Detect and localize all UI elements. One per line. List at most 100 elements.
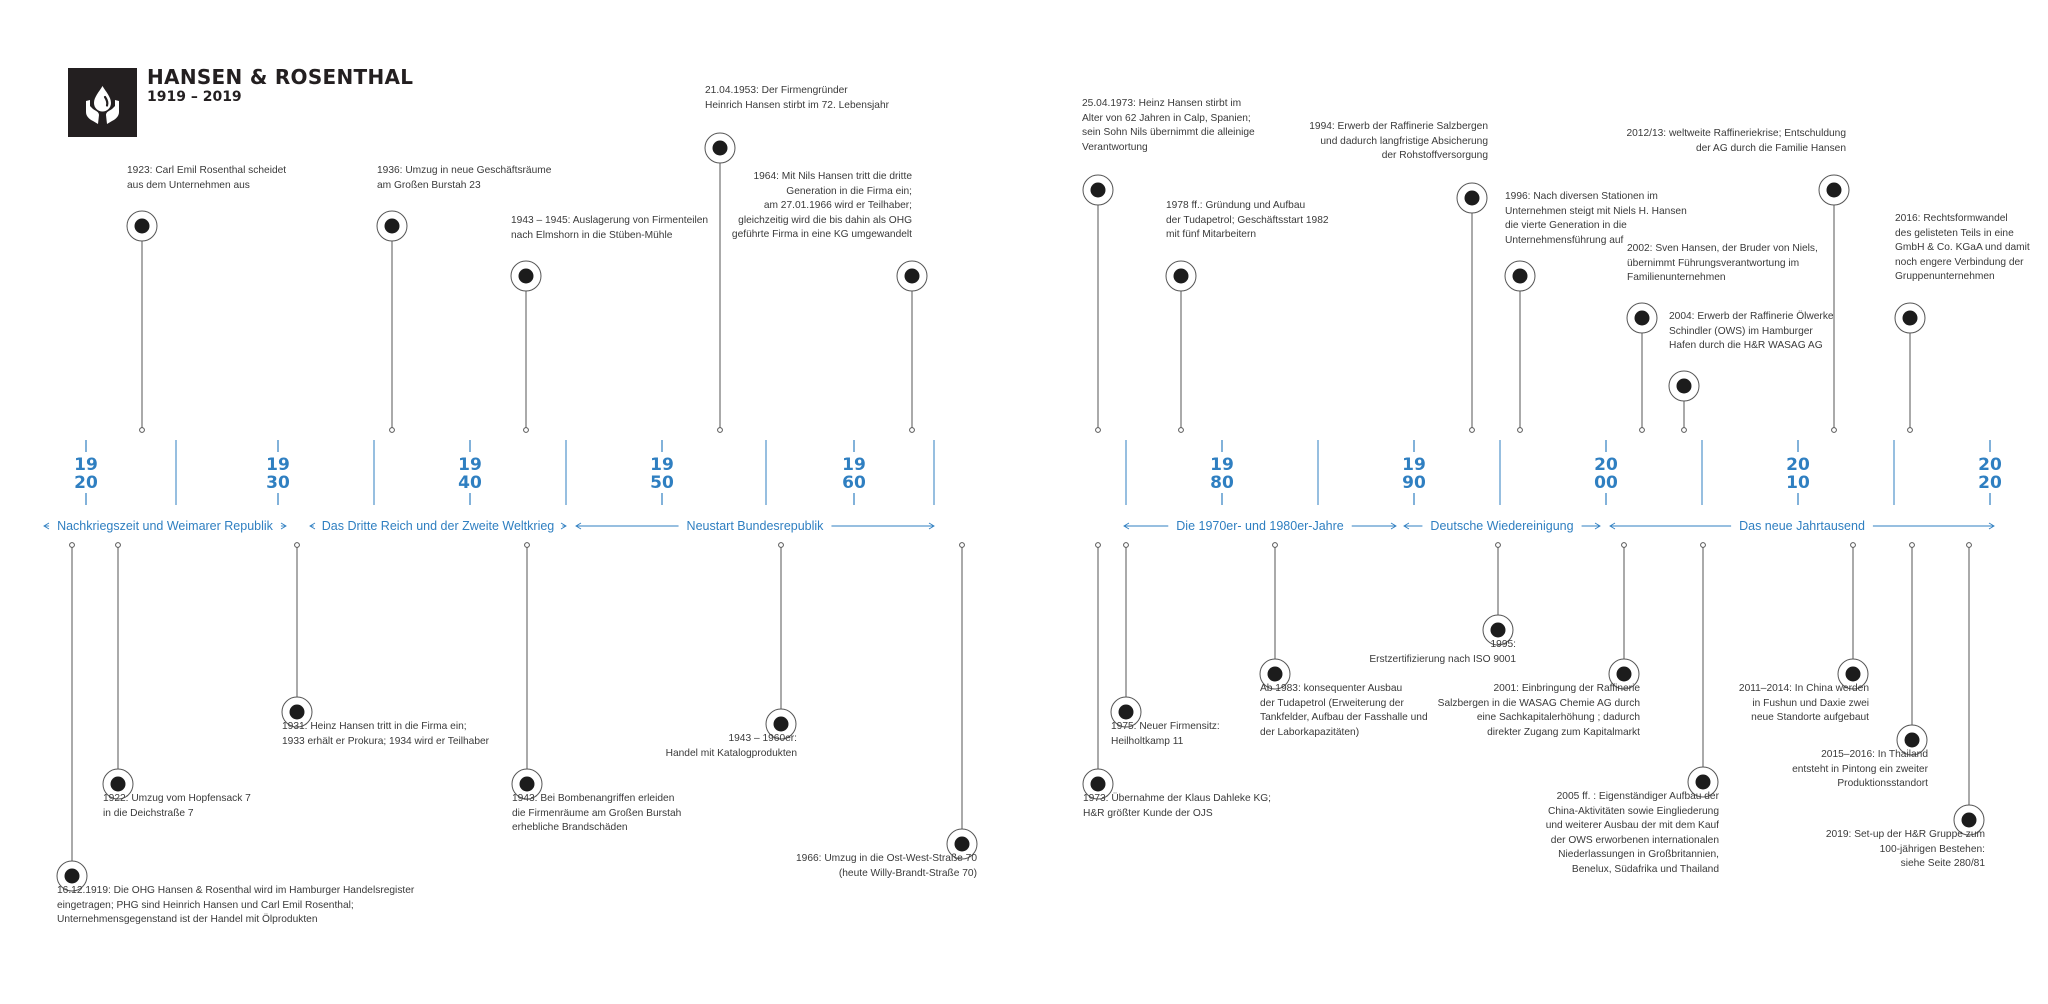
brand-block: HANSEN & ROSENTHAL 1919 – 2019 <box>147 66 413 106</box>
event-marker-below-anchor <box>1700 542 1706 548</box>
event-marker-above-anchor <box>523 427 529 433</box>
event-marker-above-anchor <box>717 427 723 433</box>
decade-label-top: 19 <box>650 455 674 475</box>
decade-label-bottom: 50 <box>650 473 674 493</box>
event-marker-below-dot <box>1695 774 1711 790</box>
arrowhead-left <box>575 522 582 530</box>
era-label: Das neue Jahrtausend <box>1739 519 1865 533</box>
arrowhead-right <box>1594 522 1601 530</box>
event-marker-below-anchor <box>1123 542 1129 548</box>
event-marker-above-anchor <box>909 427 915 433</box>
event-marker-above-dot <box>1512 268 1528 284</box>
event-text: 1973: Übernahme der Klaus Dahleke KG; H&… <box>1083 793 1272 819</box>
event-marker-below-anchor <box>524 542 530 548</box>
event-marker-above-dot <box>134 218 150 234</box>
decade-label-bottom: 20 <box>1978 473 2002 493</box>
event-marker-below-anchor <box>1966 542 1972 548</box>
event-marker-above-dot <box>1464 190 1480 206</box>
event-text: 1975: Neuer Firmensitz: Heilholtkamp 11 <box>1111 721 1220 747</box>
decade-label-top: 19 <box>266 455 290 475</box>
event-text: Ab 1983: konsequenter Ausbau der Tudapet… <box>1260 683 1428 738</box>
event-marker-below-dot <box>519 776 535 792</box>
era-label: Die 1970er- und 1980er-Jahre <box>1176 519 1344 533</box>
arrowhead-left <box>1609 522 1616 530</box>
arrowhead-left <box>1403 522 1410 530</box>
event-marker-below-dot <box>1090 776 1106 792</box>
era-label: Das Dritte Reich und der Zweite Weltkrie… <box>322 519 555 533</box>
arrowhead-right <box>1988 522 1995 530</box>
era-label: Nachkriegszeit und Weimarer Republik <box>57 519 274 533</box>
decade-label-top: 19 <box>842 455 866 475</box>
event-marker-below-anchor <box>1909 542 1915 548</box>
decade-label-bottom: 60 <box>842 473 866 493</box>
event-text: 1994: Erwerb der Raffinerie Salzbergen u… <box>1309 121 1488 162</box>
event-marker-above-anchor <box>389 427 395 433</box>
event-text: 1978 ff.: Gründung und Aufbau der Tudape… <box>1166 200 1329 241</box>
decade-label-bottom: 30 <box>266 473 290 493</box>
event-text: 1996: Nach diversen Stationen im Unterne… <box>1505 191 1687 246</box>
event-marker-below-anchor <box>294 542 300 548</box>
event-marker-above-anchor <box>1178 427 1184 433</box>
event-marker-above-dot <box>384 218 400 234</box>
drop-in-hands-icon <box>86 86 119 124</box>
decade-label-bottom: 40 <box>458 473 482 493</box>
event-marker-above-dot <box>904 268 920 284</box>
event-marker-below-dot <box>1904 732 1920 748</box>
event-text: 2019: Set-up der H&R Gruppe zum 100-jähr… <box>1825 829 1985 870</box>
arrowhead-right <box>280 522 287 530</box>
event-text: 1931: Heinz Hansen tritt in die Firma ei… <box>282 721 490 747</box>
arrowhead-right <box>928 522 935 530</box>
event-text: 2012/13: weltweite Raffineriekrise; Ents… <box>1626 128 1846 154</box>
event-marker-above-anchor <box>1639 427 1645 433</box>
event-marker-above-anchor <box>1095 427 1101 433</box>
decade-label-top: 19 <box>74 455 98 475</box>
event-text: 1936: Umzug in neue Geschäftsräume am Gr… <box>377 165 552 191</box>
decade-label-top: 20 <box>1786 455 1810 475</box>
event-text: 2001: Einbringung der Raffinerie Salzber… <box>1437 683 1640 738</box>
event-text: 1943 – 1945: Auslagerung von Firmenteile… <box>511 215 709 241</box>
event-marker-below-dot <box>1845 666 1861 682</box>
event-marker-below-anchor <box>69 542 75 548</box>
event-marker-above-dot <box>1826 182 1842 198</box>
event-text: 1923: Carl Emil Rosenthal scheidet aus d… <box>127 165 287 191</box>
event-marker-below-dot <box>1267 666 1283 682</box>
event-marker-below-dot <box>1118 704 1134 720</box>
event-marker-above-dot <box>712 140 728 156</box>
event-marker-below-anchor <box>115 542 121 548</box>
decade-label-bottom: 10 <box>1786 473 1810 493</box>
company-years: 1919 – 2019 <box>147 89 242 105</box>
event-marker-above-anchor <box>1517 427 1523 433</box>
event-marker-above-anchor <box>1831 427 1837 433</box>
decade-label-bottom: 80 <box>1210 473 1234 493</box>
event-text: 25.04.1973: Heinz Hansen stirbt im Alter… <box>1082 98 1255 153</box>
event-text: 2005 ff. : Eigenständiger Aufbau der Chi… <box>1545 791 1719 875</box>
decade-label-bottom: 90 <box>1402 473 1426 493</box>
era-label: Deutsche Wiedereinigung <box>1430 519 1573 533</box>
event-marker-above-anchor <box>1469 427 1475 433</box>
event-marker-below-anchor <box>1850 542 1856 548</box>
event-text: 1943: Bei Bombenangriffen erleiden die F… <box>512 793 682 834</box>
event-marker-below-dot <box>1490 622 1506 638</box>
event-marker-below-dot <box>64 868 80 884</box>
event-marker-below-dot <box>1616 666 1632 682</box>
event-marker-above-dot <box>518 268 534 284</box>
event-marker-below-anchor <box>1495 542 1501 548</box>
event-marker-above-dot <box>1634 310 1650 326</box>
event-text: 1995: Erstzertifizierung nach ISO 9001 <box>1369 639 1516 665</box>
event-text: 1964: Mit Nils Hansen tritt die dritte G… <box>731 171 912 241</box>
event-text: 1966: Umzug in die Ost-West-Straße 70 (h… <box>796 853 977 879</box>
event-text: 21.04.1953: Der Firmengründer Heinrich H… <box>705 85 890 111</box>
company-logo <box>68 68 137 137</box>
event-marker-below-anchor <box>1621 542 1627 548</box>
event-marker-above-dot <box>1902 310 1918 326</box>
event-marker-below-dot <box>954 836 970 852</box>
event-marker-above-anchor <box>139 427 145 433</box>
arrowhead-left <box>309 522 316 530</box>
event-text: 2015–2016: In Thailand entsteht in Pinto… <box>1792 749 1928 790</box>
event-text: 2011–2014: In China werden in Fushun und… <box>1738 683 1869 724</box>
event-text: 2002: Sven Hansen, der Bruder von Niels,… <box>1627 243 1818 284</box>
event-marker-below-dot <box>1961 812 1977 828</box>
event-marker-above-dot <box>1090 182 1106 198</box>
event-marker-above-anchor <box>1681 427 1687 433</box>
